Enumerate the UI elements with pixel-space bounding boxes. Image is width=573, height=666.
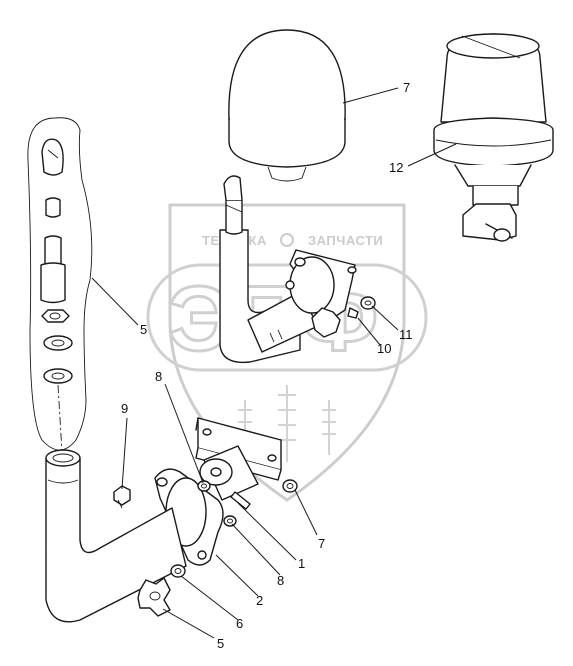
- callout-7: 7: [318, 536, 325, 551]
- wheat-icon: [238, 385, 336, 462]
- lower-bracket-exploded: [45, 417, 298, 623]
- beacon-assembly: [433, 33, 554, 242]
- callout-8-upper: 8: [155, 369, 162, 384]
- callout-10: 10: [377, 341, 391, 356]
- leader-lines: [91, 87, 457, 639]
- beacon-dome: [228, 29, 346, 182]
- callout-5: 5: [217, 636, 224, 651]
- cable-kit: [27, 117, 93, 453]
- callout-4: 7: [403, 80, 410, 95]
- callout-6: 6: [236, 616, 243, 631]
- callout-12: 12: [389, 160, 403, 175]
- callout-11: 11: [399, 327, 413, 342]
- callout-9: 9: [121, 401, 128, 416]
- callout-3: 5: [140, 322, 147, 337]
- watermark-caption-2: ЗАПЧАСТИ: [308, 233, 383, 248]
- callout-1: 1: [298, 556, 305, 571]
- callout-8-lower: 8: [277, 573, 284, 588]
- gear-icon: [280, 233, 294, 247]
- upper-bracket-assembly: [219, 175, 376, 364]
- callout-2: 2: [256, 593, 263, 608]
- callout-labels: 7 12 5 11 10 8 9 1 8 2 6 5 7: [121, 80, 413, 651]
